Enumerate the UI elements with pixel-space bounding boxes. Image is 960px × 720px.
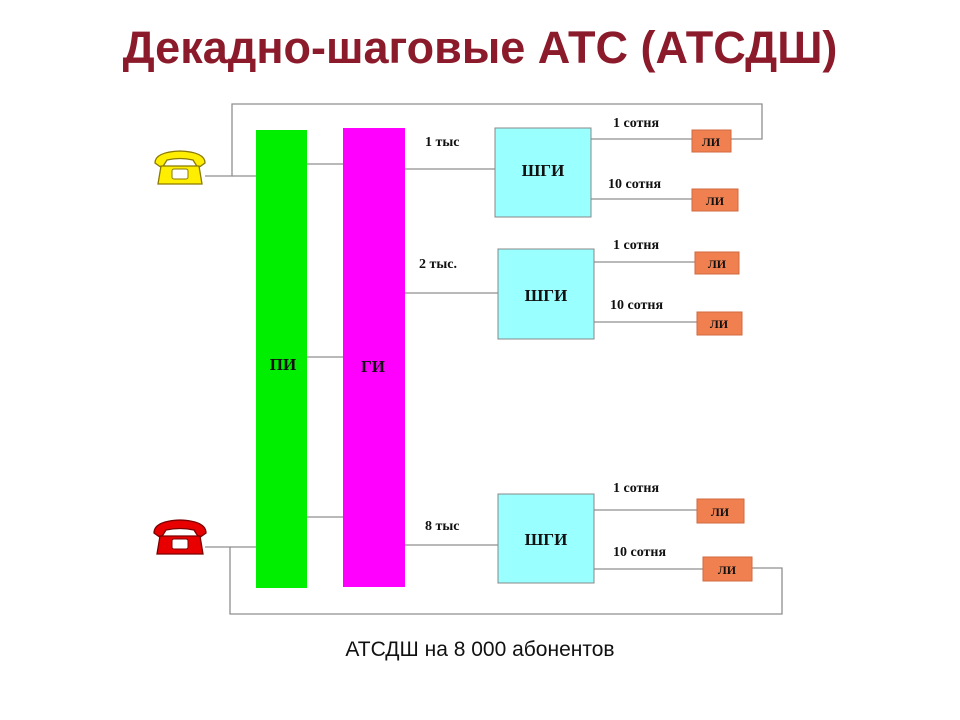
wire-caller-loop — [205, 103, 763, 177]
li-label: ЛИ — [702, 135, 721, 149]
shgi-block-1: ШГИ — [494, 127, 592, 218]
shgi-block-2: ШГИ — [497, 248, 595, 340]
pi-label: ПИ — [270, 355, 296, 374]
li-block: ЛИ — [691, 188, 739, 212]
li-label: ЛИ — [710, 317, 729, 331]
thousand-label-2: 2 тыс. — [419, 257, 457, 272]
hundred-label: 10 сотня — [613, 545, 666, 560]
li-label: ЛИ — [706, 194, 725, 208]
hundred-label: 10 сотня — [610, 298, 663, 313]
diagram-caption: АТСДШ на 8 000 абонентов — [345, 638, 615, 661]
li-label: ЛИ — [718, 563, 737, 577]
shgi-label: ШГИ — [525, 286, 568, 305]
wire-callee-loop — [205, 546, 783, 615]
li-block: ЛИ — [696, 498, 745, 524]
li-label: ЛИ — [711, 505, 730, 519]
shgi-label: ШГИ — [525, 530, 568, 549]
shgi-label: ШГИ — [522, 161, 565, 180]
li-block: ЛИ — [696, 311, 743, 336]
thousand-label-1: 1 тыс — [425, 135, 460, 150]
callee-telephone-icon — [153, 519, 207, 555]
pi-block: ПИ — [256, 130, 307, 588]
thousand-label-8: 8 тыс — [425, 519, 460, 534]
slide-title: Декадно-шаговые АТС (АТСДШ) — [122, 22, 838, 73]
gi-label: ГИ — [361, 357, 385, 376]
hundred-label: 1 сотня — [613, 481, 659, 496]
hundred-label: 1 сотня — [613, 238, 659, 253]
li-label: ЛИ — [708, 257, 727, 271]
li-block: ЛИ — [691, 129, 732, 153]
hundred-label: 1 сотня — [613, 116, 659, 131]
li-block: ЛИ — [702, 556, 753, 582]
hundred-label: 10 сотня — [608, 177, 661, 192]
caller-telephone-icon — [154, 150, 206, 185]
wires — [205, 103, 783, 615]
gi-block: ГИ — [343, 128, 405, 587]
shgi-block-8: ШГИ — [497, 493, 595, 584]
li-block: ЛИ — [694, 251, 740, 275]
